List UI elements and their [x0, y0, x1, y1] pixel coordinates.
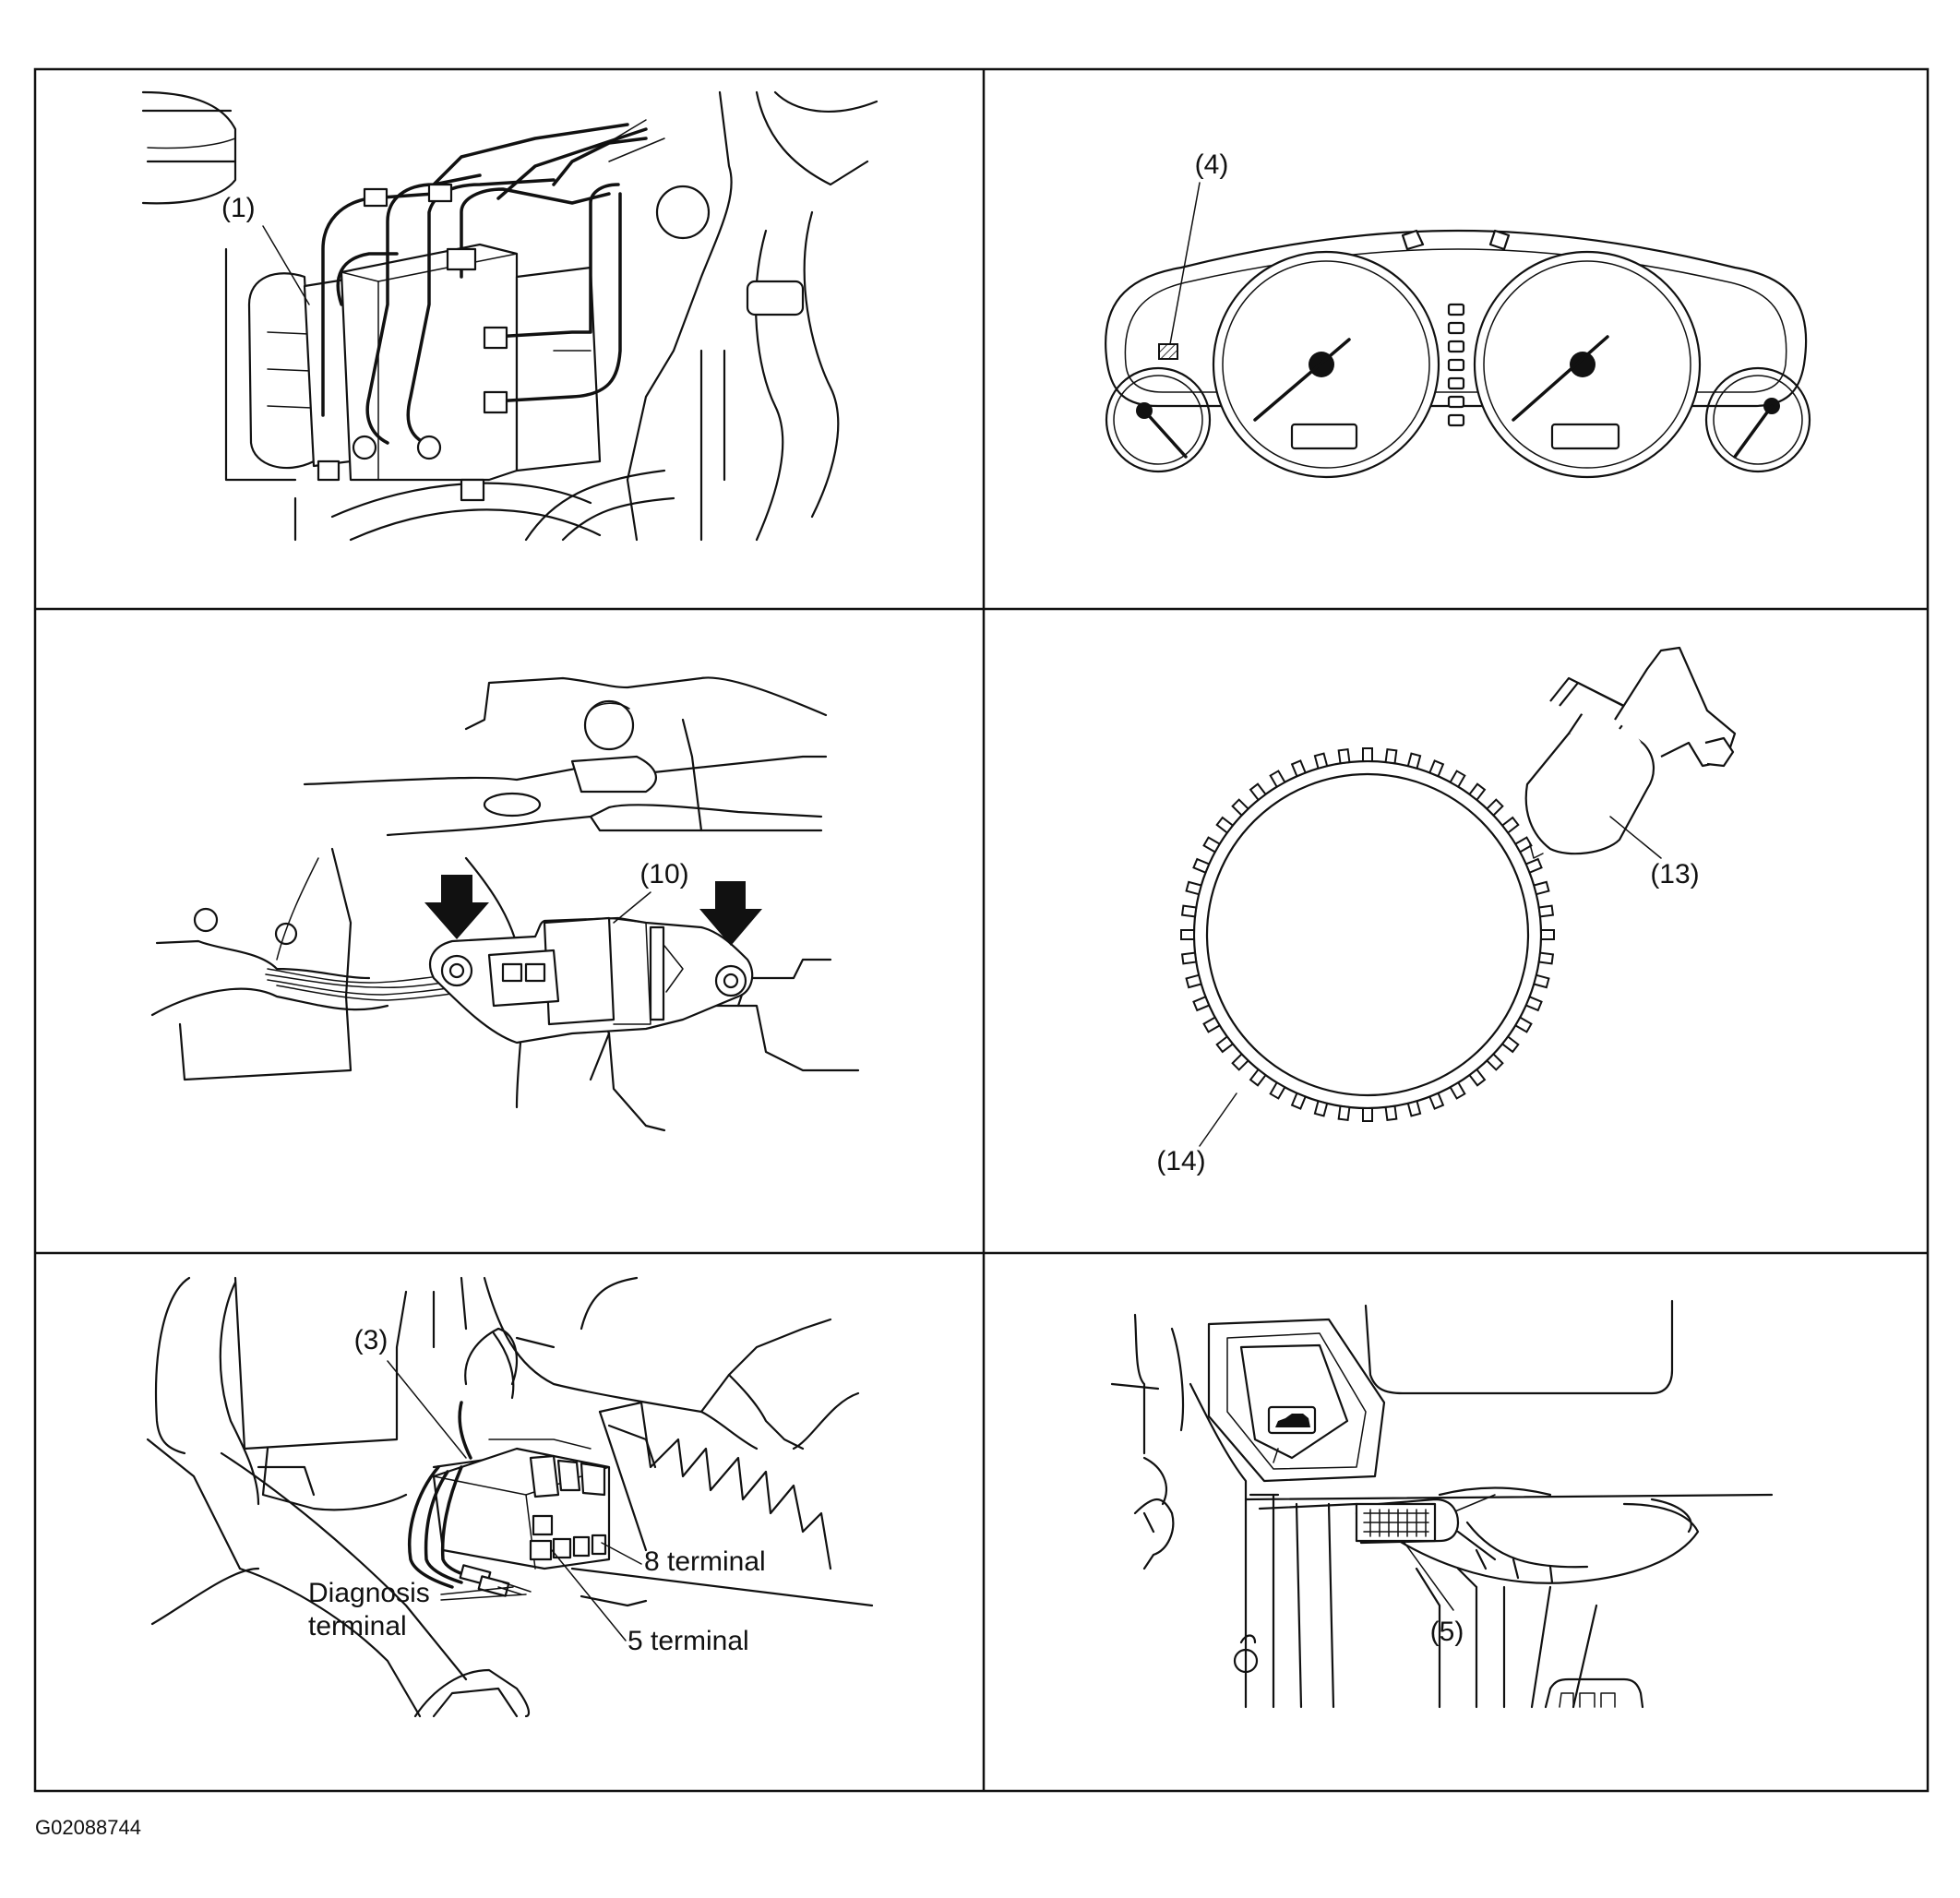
tone-wheel-tooth	[1180, 929, 1195, 940]
tone-wheel-tooth	[1406, 752, 1422, 770]
label-terminal: terminal	[308, 1611, 407, 1641]
tone-wheel-tooth	[1269, 1080, 1286, 1100]
tone-wheel-tooth	[1202, 836, 1222, 854]
tone-wheel-tooth	[1180, 951, 1198, 965]
tone-wheel-tooth	[1449, 1080, 1466, 1100]
tone-wheel-tooth	[1249, 1068, 1267, 1087]
callout-4: (4)	[1195, 149, 1229, 180]
tone-wheel-tooth	[1537, 904, 1555, 918]
tone-wheel-tooth	[1500, 816, 1520, 834]
right-small-gauge	[1704, 366, 1811, 473]
tone-wheel-tooth	[1337, 747, 1351, 765]
tone-wheel-tooth	[1185, 880, 1202, 896]
tone-wheel-tooth	[1485, 798, 1504, 818]
tone-wheel-tooth	[1406, 1100, 1422, 1117]
panel-diagnosis-connector: (3) 8 terminal Diagnosis terminal 5 term…	[146, 1276, 874, 1718]
tone-wheel-tooth	[1537, 951, 1555, 965]
callout-13: (13)	[1650, 859, 1699, 889]
turn-signal-left-icon	[1401, 229, 1425, 251]
tone-wheel-tooth	[1540, 929, 1555, 940]
tone-wheel-tooth	[1202, 1016, 1222, 1033]
tone-wheel-tooth	[1524, 996, 1543, 1012]
tone-wheel-tooth	[1468, 1068, 1487, 1087]
tone-wheel-tooth	[1192, 857, 1211, 874]
left-small-gauge	[1105, 366, 1212, 473]
tone-wheel-tooth	[1362, 1107, 1373, 1122]
tone-wheel-tooth	[1231, 1052, 1250, 1071]
tone-wheel-tooth	[1428, 759, 1445, 778]
callout-5: (5)	[1430, 1617, 1464, 1647]
callout-3: (3)	[354, 1325, 388, 1355]
tone-wheel-tooth	[1269, 770, 1286, 789]
tone-wheel	[1180, 747, 1555, 1122]
tone-wheel-tooth	[1362, 747, 1373, 762]
tone-wheel-tooth	[1313, 1100, 1329, 1117]
tone-wheel-tooth	[1337, 1104, 1351, 1122]
label-8-terminal: 8 terminal	[644, 1546, 766, 1577]
panel-grid	[33, 67, 1930, 1793]
tone-wheel-tooth	[1290, 759, 1307, 778]
turn-signal-right-icon	[1488, 229, 1511, 251]
mounting-arrow-right	[699, 881, 762, 946]
tone-wheel-tooth	[1249, 782, 1267, 802]
tachometer	[1212, 250, 1440, 479]
tone-wheel-tooth	[1524, 857, 1543, 874]
panel-data-link-connector: (5)	[1110, 1299, 1774, 1709]
tone-wheel-tooth	[1449, 770, 1466, 789]
warning-lamp-column	[1447, 303, 1465, 427]
panel-combination-meter: (4)	[1105, 149, 1811, 479]
tone-wheel-tooth	[1428, 1092, 1445, 1110]
tone-wheel-tooth	[1500, 1035, 1520, 1054]
tone-wheel-tooth	[1185, 973, 1202, 989]
connector-pins	[1363, 1509, 1429, 1537]
tone-wheel-tooth	[1533, 880, 1550, 896]
panel-wheel-speed-sensor: (13) (14)	[1156, 646, 1737, 1176]
tone-wheel-tooth	[1384, 1104, 1398, 1122]
tone-wheel-tooth	[1231, 798, 1250, 818]
tone-wheel-tooth	[1468, 782, 1487, 802]
mounting-arrow-left	[424, 875, 489, 939]
label-5-terminal: 5 terminal	[627, 1626, 749, 1656]
tone-wheel-tooth	[1215, 1035, 1235, 1054]
callout-1: (1)	[221, 193, 256, 223]
wheel-speed-sensor	[1524, 646, 1737, 859]
panel-hydraulic-unit: (1)	[141, 90, 878, 542]
tone-wheel-tooth	[1313, 752, 1329, 770]
tone-wheel-tooth	[1192, 996, 1211, 1012]
speedometer	[1473, 250, 1702, 479]
panel-g-sensor: (10)	[150, 676, 860, 1132]
tone-wheel-tooth	[1513, 1016, 1533, 1033]
label-diagnosis: Diagnosis	[308, 1578, 430, 1608]
tone-wheel-tooth	[1533, 973, 1550, 989]
tone-wheel-tooth	[1384, 747, 1398, 765]
abs-warning-light	[1158, 343, 1178, 360]
figure-code: G02088744	[35, 1816, 141, 1839]
tone-wheel-tooth	[1180, 904, 1198, 918]
tone-wheel-tooth	[1290, 1092, 1307, 1110]
car-hood-icon	[1275, 1414, 1310, 1427]
callout-10: (10)	[639, 859, 688, 889]
tone-wheel-tooth	[1513, 836, 1533, 854]
tone-wheel-tooth	[1485, 1052, 1504, 1071]
tone-wheel-tooth	[1215, 816, 1235, 834]
callout-14: (14)	[1156, 1146, 1205, 1176]
